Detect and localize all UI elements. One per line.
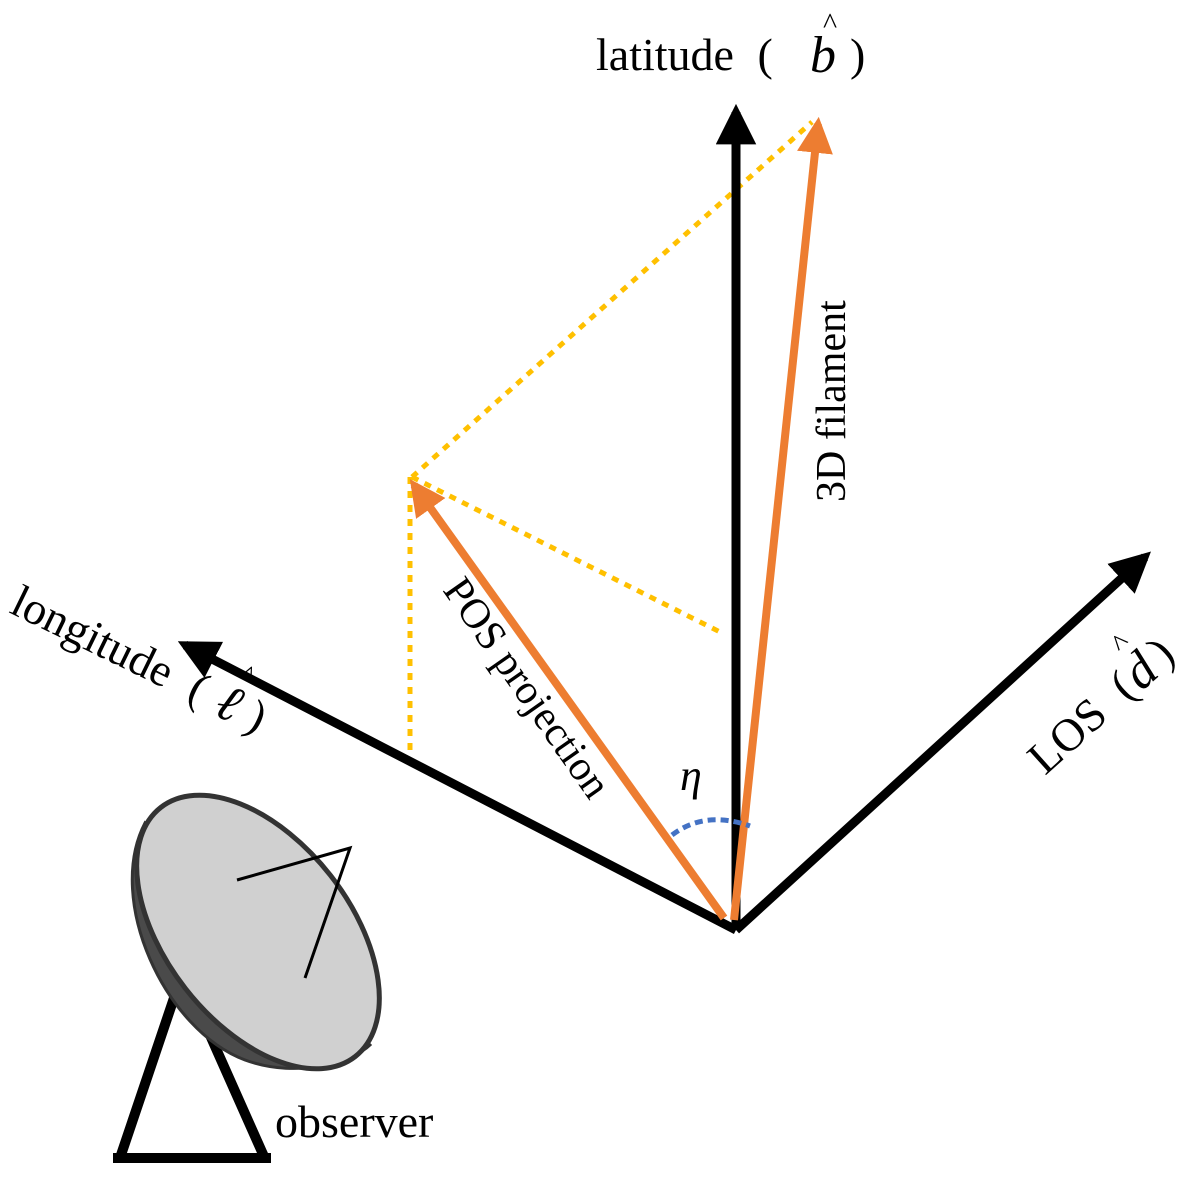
latitude-unit-symbol: b (810, 27, 836, 84)
latitude-label-close: ) (850, 29, 865, 80)
vectors (409, 116, 833, 921)
projection-to-filament-line (410, 120, 814, 479)
filament-label: 3D filament (809, 300, 855, 502)
latitude-axis-label: latitude ( b ^ ) (596, 7, 865, 84)
longitude-axis-label: longitude ( ℓ ^ ) (4, 575, 276, 743)
projection-to-latitude-line (410, 474, 724, 636)
latitude-hat: ^ (823, 7, 837, 40)
pos-projection-vector (409, 479, 728, 921)
latitude-label-open: ( (757, 29, 772, 80)
los-label-text: LOS (1018, 687, 1117, 783)
observer-dish-icon (113, 792, 382, 1163)
los-axis-label: LOS ( d ^ ) (1018, 627, 1184, 784)
longitude-label-open: ( (181, 662, 217, 715)
dish-stand (113, 988, 271, 1163)
projection-label: POS projection (434, 569, 620, 807)
longitude-axis (177, 641, 739, 934)
svg-text:latitude (: latitude ( (596, 29, 773, 80)
angle-label: η (680, 751, 702, 800)
observer-label: observer (275, 1096, 433, 1147)
dish-feed (236, 845, 353, 979)
filament-vector (730, 116, 833, 921)
angle-arc (670, 817, 751, 838)
construction-lines (407, 120, 814, 752)
los-axis (732, 551, 1151, 934)
longitude-label-close: ) (239, 690, 275, 743)
dish-face (134, 792, 382, 1072)
latitude-label-text: latitude (596, 29, 734, 80)
svg-text:longitude (: longitude ( (4, 575, 217, 714)
longitude-label-text: longitude (4, 575, 183, 697)
svg-text:LOS (: LOS ( (1018, 661, 1146, 783)
coordinate-axes (177, 103, 1151, 934)
